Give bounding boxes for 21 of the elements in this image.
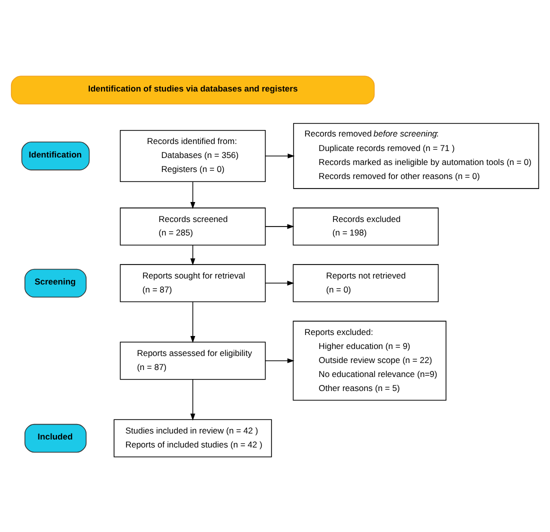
node-box: Records removed before screening: Duplicate records removed (n = 71 ) Records marked as ineligible by automation tools (n = 0) Records removed for other reasons (n = 0) — [293, 122, 540, 188]
node-box: Reports assessed for eligibility (n = 87) — [120, 341, 266, 380]
arrow — [190, 180, 196, 209]
node-box: Records screened (n = 285) — [120, 207, 266, 246]
arrow — [264, 153, 295, 158]
arrow — [265, 280, 294, 286]
node-box: Studies included in review (n = 42 ) Reports of included studies (n = 42 ) — [114, 418, 272, 457]
node-box: Reports excluded: Higher education (n = 9) Outside review scope (n = 22) No educational relevance (n=9) Other reasons (n = 5) — [292, 320, 446, 400]
node-box: Identification of studies via databases and registers — [10, 75, 375, 104]
node-box: Identification — [21, 141, 90, 170]
arrow — [190, 378, 196, 420]
arrow — [190, 301, 196, 343]
node-box: Records identified from: Databases (n = 356) Registers (n = 0) — [120, 130, 266, 182]
node-box: Reports sought for retrieval (n = 87) — [120, 264, 266, 302]
node-box: Reports not retrieved (n = 0) — [292, 264, 439, 302]
arrow — [265, 358, 294, 363]
node-box: Records excluded (n = 198) — [292, 207, 439, 246]
node-box: Included — [24, 423, 87, 452]
node-box: Screening — [24, 268, 87, 298]
arrow — [190, 244, 196, 265]
arrow — [265, 224, 294, 228]
